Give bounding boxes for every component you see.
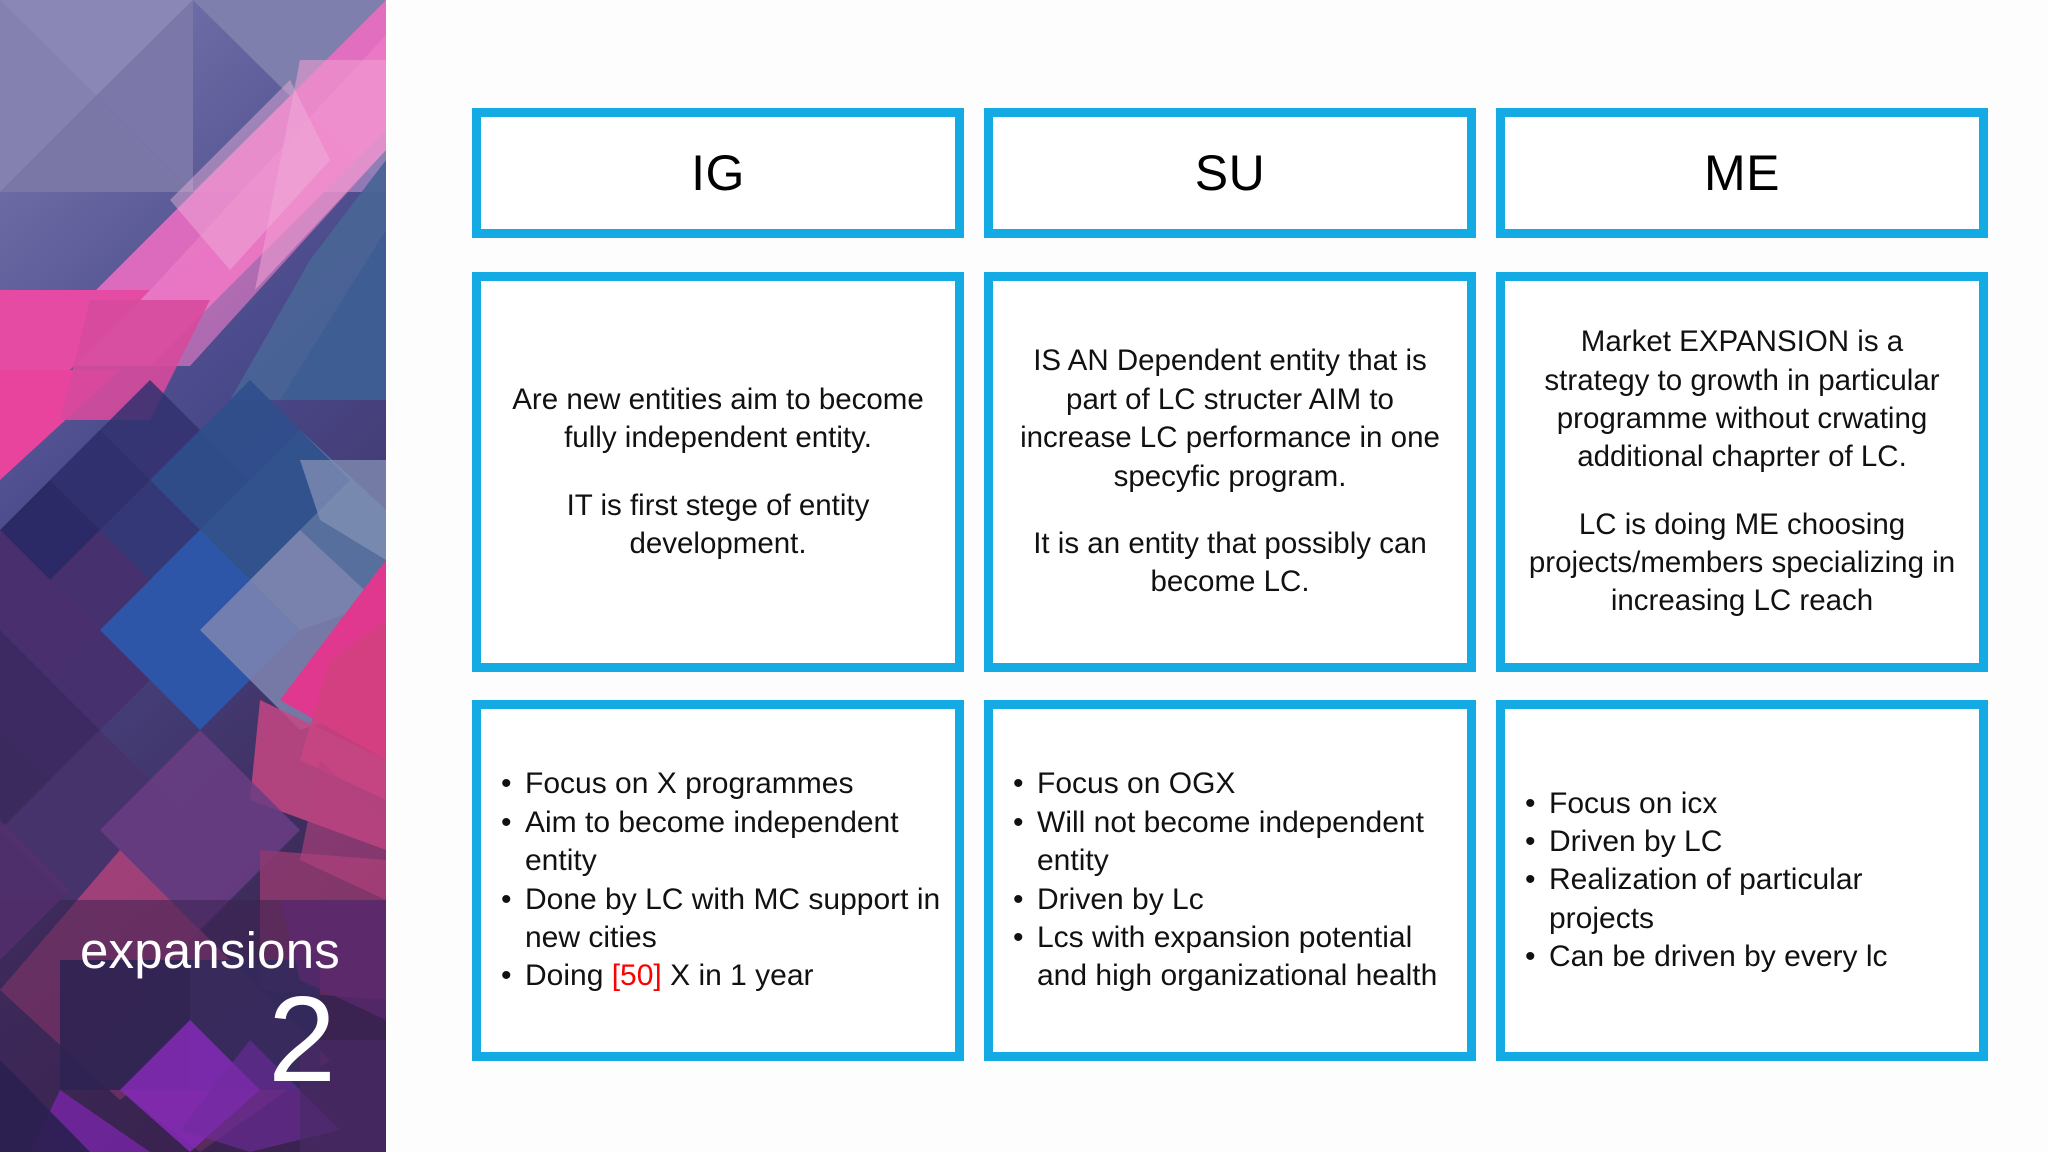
list-item: Will not become independent entity [1011,804,1453,881]
header-cell-ig[interactable]: IG [472,108,964,238]
description-paragraph-1: Market EXPANSION is a strategy to growth… [1544,325,1940,474]
panel-caption: expansions 2 [0,925,364,1100]
list-item: Doing [50] X in 1 year [499,957,941,996]
description-text-su: IS AN Dependent entity that is part of L… [1015,342,1445,601]
bullet-cell-su[interactable]: Focus on OGXWill not become independent … [984,700,1476,1061]
list-item: Aim to become independent entity [499,804,941,881]
bullet-highlight-value: [50] [611,959,662,993]
list-item: Driven by LC [1523,823,1965,862]
bullet-cell-me[interactable]: Focus on icxDriven by LCRealization of p… [1496,700,1988,1061]
header-label-me: ME [1704,145,1780,201]
panel-title: expansions [79,922,340,979]
list-item: Can be driven by every lc [1523,938,1965,977]
list-item: Done by LC with MC support in new cities [499,881,941,958]
list-item: Realization of particular projects [1523,861,1965,938]
header-label-su: SU [1194,145,1266,201]
paragraph-spacer [1527,477,1957,506]
header-label-ig: IG [691,145,745,201]
description-cell-ig[interactable]: Are new entities aim to become fully ind… [472,272,964,672]
bullet-text-prefix: Doing [525,959,612,993]
bullet-cell-ig[interactable]: Focus on X programmesAim to become indep… [472,700,964,1061]
header-cell-me[interactable]: ME [1496,108,1988,238]
bullet-list-ig: Focus on X programmesAim to become indep… [499,765,941,996]
description-row: Are new entities aim to become fully ind… [472,272,1988,672]
list-item: Focus on icx [1523,785,1965,824]
list-item: Driven by Lc [1011,881,1453,920]
description-cell-su[interactable]: IS AN Dependent entity that is part of L… [984,272,1476,672]
description-paragraph-2: IT is first stege of entity development. [566,488,870,560]
header-cell-su[interactable]: SU [984,108,1476,238]
list-item: Focus on OGX [1011,765,1453,804]
bullet-list-me: Focus on icxDriven by LCRealization of p… [1523,785,1965,977]
list-item: Lcs with expansion potential and high or… [1011,919,1453,996]
bullet-list-su: Focus on OGXWill not become independent … [1011,765,1453,995]
bullet-row: Focus on X programmesAim to become indep… [472,700,1988,1061]
description-paragraph-1: IS AN Dependent entity that is part of L… [1020,344,1440,493]
description-paragraph-2: LC is doing ME choosing projects/members… [1528,507,1956,618]
header-row: IG SU ME [472,108,1988,238]
description-paragraph-2: It is an entity that possibly can become… [1033,526,1427,599]
description-text-ig: Are new entities aim to become fully ind… [503,381,933,563]
paragraph-spacer [1015,496,1445,525]
geometric-pattern-graphic [0,0,386,1152]
list-item: Focus on X programmes [499,765,941,804]
decorative-side-panel: expansions 2 [0,0,386,1152]
paragraph-spacer [503,458,933,487]
panel-slide-number: 2 [268,971,336,1107]
bullet-text-suffix: X in 1 year [661,959,814,993]
description-paragraph-1: Are new entities aim to become fully ind… [512,382,924,455]
description-text-me: Market EXPANSION is a strategy to growth… [1527,323,1957,620]
description-cell-me[interactable]: Market EXPANSION is a strategy to growth… [1496,272,1988,672]
comparison-grid: IG SU ME Are new entities aim to become … [472,108,1988,1063]
